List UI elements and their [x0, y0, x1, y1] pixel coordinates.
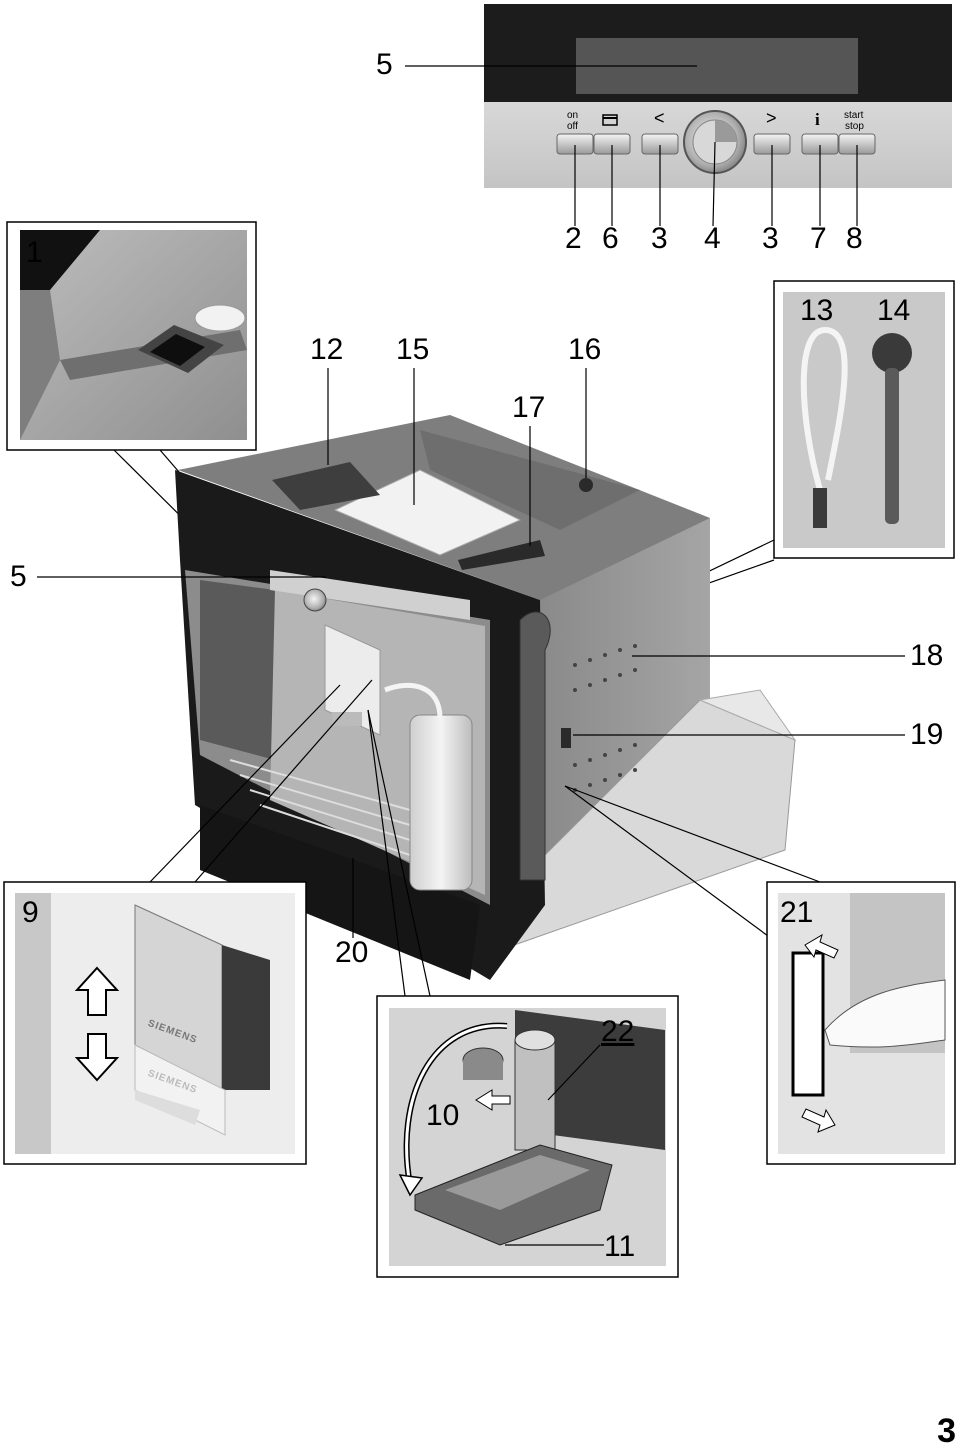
arrow-left-icon — [475, 1089, 511, 1111]
drip-tray[interactable] — [200, 805, 480, 980]
callout-water-tank-lid: 15 — [396, 333, 430, 366]
drawer-slot[interactable] — [458, 540, 545, 570]
main-switch-inset — [6, 221, 257, 576]
main-power-switch[interactable] — [150, 334, 205, 366]
callout-main-switch: 1 — [26, 236, 43, 269]
next-symbol: > — [766, 108, 777, 128]
page-number: 3 — [937, 1412, 956, 1450]
arrow-down-icon — [74, 1033, 120, 1082]
callout-ventilation: 18 — [910, 639, 944, 672]
callout-on-off: 2 — [565, 222, 582, 255]
prev-symbol: < — [654, 108, 665, 128]
air-filter[interactable] — [791, 951, 825, 1097]
start-stop-label-top: start — [844, 110, 864, 121]
front-rotary-knob[interactable] — [303, 588, 327, 612]
coffee-dispenser[interactable] — [324, 624, 381, 736]
callout-display: 5 — [376, 48, 393, 81]
water-tank-lid[interactable] — [333, 469, 522, 556]
arrow-up-icon — [74, 966, 120, 1016]
on-off-label-top: on — [567, 110, 579, 121]
callout-brewing-tray: 11 — [604, 1230, 636, 1263]
menu-icon — [602, 114, 618, 126]
callout-brewing-unit: 22 — [601, 1015, 635, 1048]
arrow-in-icon — [801, 1108, 836, 1133]
start-stop-label-bottom: stop — [845, 121, 864, 132]
callout-control-panel: 5 — [10, 560, 27, 593]
arrow-out-icon — [804, 933, 839, 959]
callout-measuring-spoon: 14 — [877, 294, 911, 327]
ground-coffee-compartment[interactable] — [579, 478, 593, 492]
callout-drip-tray: 20 — [335, 936, 369, 969]
side-connector — [561, 728, 571, 748]
callout-next: 3 — [762, 222, 779, 255]
on-off-label-bottom: off — [567, 121, 578, 132]
callout-ground-coffee: 16 — [568, 333, 602, 366]
brewing-unit[interactable] — [514, 1039, 556, 1151]
info-symbol: i — [815, 110, 820, 129]
callout-side-connector: 19 — [910, 718, 944, 751]
callout-menu: 6 — [602, 222, 619, 255]
callout-milk-tube: 13 — [800, 294, 834, 327]
callout-dispenser-inset: 9 — [22, 896, 39, 929]
milk-container — [409, 714, 473, 891]
accessories-inset — [544, 280, 955, 651]
callout-brewing-knob: 10 — [426, 1099, 460, 1132]
callout-drawer-slot: 17 — [512, 391, 546, 424]
measuring-spoon — [885, 368, 899, 524]
filter-inset — [766, 881, 956, 1165]
callout-bean-lid: 12 — [310, 333, 344, 366]
milk-tube — [800, 326, 848, 491]
measuring-spoon-bowl — [872, 333, 912, 373]
control-panel-figure — [405, 4, 952, 227]
dispenser-inset — [3, 881, 307, 1165]
callout-prev: 3 — [651, 222, 668, 255]
brewing-unit-inset — [376, 995, 679, 1278]
callout-filter-inset: 21 — [780, 896, 814, 929]
callout-info: 7 — [810, 222, 827, 255]
callout-knob: 4 — [704, 222, 721, 255]
bean-container-lid[interactable] — [272, 462, 380, 510]
coffee-machine-body — [37, 368, 905, 997]
callout-start-stop: 8 — [846, 222, 863, 255]
